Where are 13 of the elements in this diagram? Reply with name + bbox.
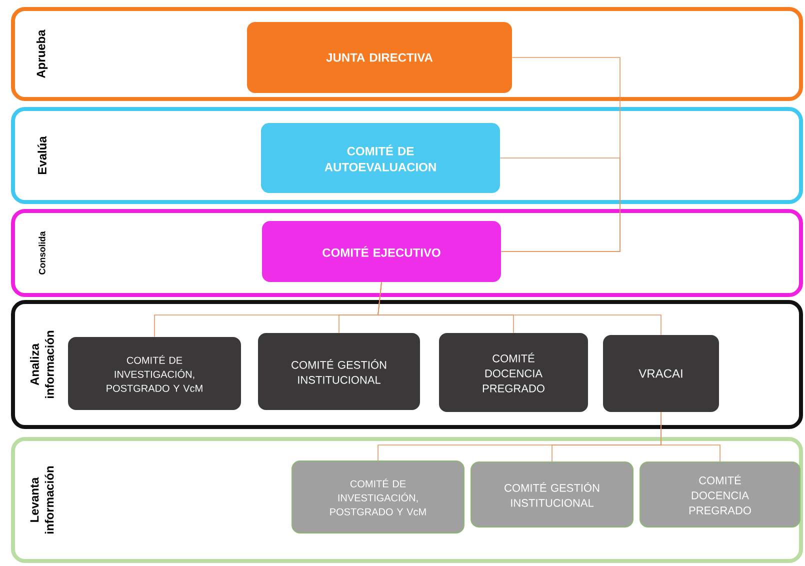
committee-box: COMITÉ DE AUTOEVALUACION <box>261 123 500 193</box>
committee-box: COMITÉ EJECUTIVO <box>262 221 501 282</box>
committee-box: COMITÉ DE INVESTIGACIÓN, POSTGRADO Y VcM <box>68 337 241 410</box>
committee-box: COMITÉ DOCENCIA PREGRADO <box>640 462 800 528</box>
committee-box: COMITÉ GESTIÓN INSTITUCIONAL <box>258 333 420 410</box>
connector-line <box>660 412 720 462</box>
committee-box: COMITÉ GESTIÓN INSTITUCIONAL <box>470 462 634 528</box>
committee-box: COMITÉ DOCENCIA PREGRADO <box>439 333 588 412</box>
committee-box: COMITÉ DE INVESTIGACIÓN, POSTGRADO Y VcM <box>292 460 464 534</box>
connector-line <box>500 158 620 252</box>
committee-box: JUNTA DIRECTIVA <box>247 22 512 93</box>
connector-line <box>378 282 662 336</box>
committee-box: VRACAI <box>603 335 719 412</box>
